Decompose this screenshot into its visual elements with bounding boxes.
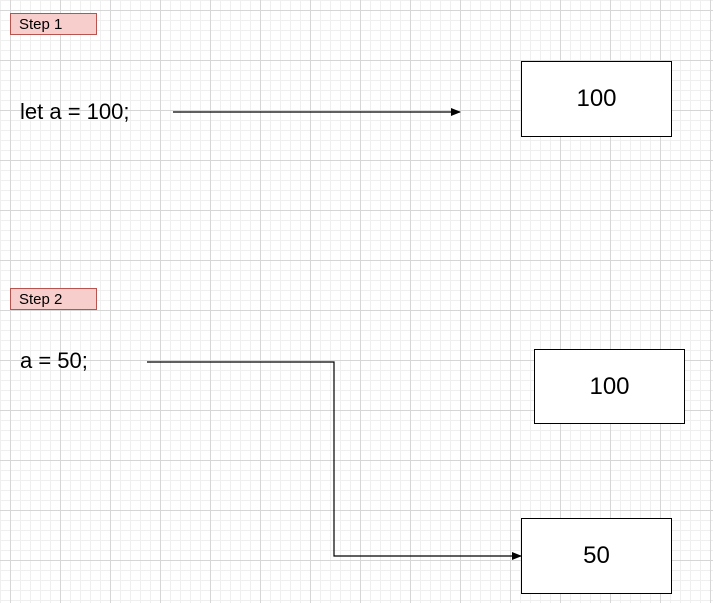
step-2-code: a = 50; [20,348,88,373]
step-1-code: let a = 100; [20,99,130,124]
step-1-value-text: 100 [576,85,617,112]
step-2-arrow [147,361,522,560]
step-2-new-value-box: 50 [521,518,672,594]
step-1-label: Step 1 [10,13,97,35]
step-2-label: Step 2 [10,288,97,310]
step-2-new-value-text: 50 [583,542,610,569]
step-2-old-value-text: 100 [589,372,630,400]
step-2-old-value-box: 100 [534,349,685,424]
step-1-value-box: 100 [521,61,672,137]
